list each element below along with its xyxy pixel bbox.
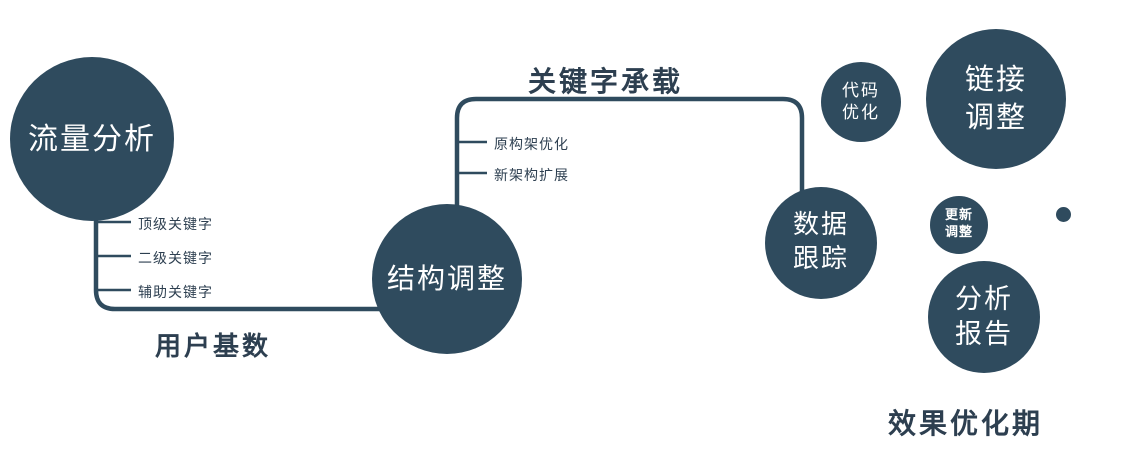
node-link-adjustment: 链接 调整	[926, 29, 1066, 169]
dot-node	[1056, 207, 1071, 222]
edge-label-user-base: 用户基数	[155, 332, 272, 362]
node-analysis-report: 分析 报告	[928, 261, 1040, 373]
node-structure-adjust: 结构调整	[372, 204, 522, 354]
node-traffic-analysis: 流量分析	[10, 57, 174, 221]
tick-label-top-keyword: 顶级关键字	[138, 217, 213, 233]
edge-keyword-carry-path	[454, 96, 805, 240]
node-data-tracking: 数据 跟踪	[765, 187, 877, 299]
node-structure-adjust-label: 结构调整	[386, 261, 507, 295]
edge-label-keyword-carry: 关键字承载	[528, 65, 684, 98]
node-traffic-analysis-label: 流量分析	[28, 121, 156, 157]
node-code-optimization-line1: 代码	[842, 80, 880, 101]
tick-label-orig-arch: 原构架优化	[494, 137, 569, 153]
node-update-adjustment-line1: 更新	[944, 208, 973, 224]
node-data-tracking-line1: 数据	[792, 210, 849, 241]
node-update-adjustment-line2: 调整	[944, 225, 973, 240]
node-code-optimization: 代码 优化	[821, 62, 901, 142]
node-link-adjustment-line1: 链接	[964, 62, 1027, 97]
footer-label-effect-optimization: 效果优化期	[888, 407, 1044, 440]
node-update-adjustment: 更新 调整	[930, 196, 988, 254]
tick-label-aux-keyword: 辅助关键字	[138, 285, 213, 301]
tick-label-new-arch: 新架构扩展	[494, 168, 569, 184]
node-analysis-report-line1: 分析	[955, 283, 1013, 315]
node-code-optimization-line2: 优化	[842, 103, 880, 123]
node-data-tracking-line2: 跟踪	[792, 244, 849, 274]
node-analysis-report-line2: 报告	[955, 319, 1013, 350]
tick-label-second-keyword: 二级关键字	[138, 251, 213, 267]
node-link-adjustment-line2: 调整	[964, 100, 1027, 134]
